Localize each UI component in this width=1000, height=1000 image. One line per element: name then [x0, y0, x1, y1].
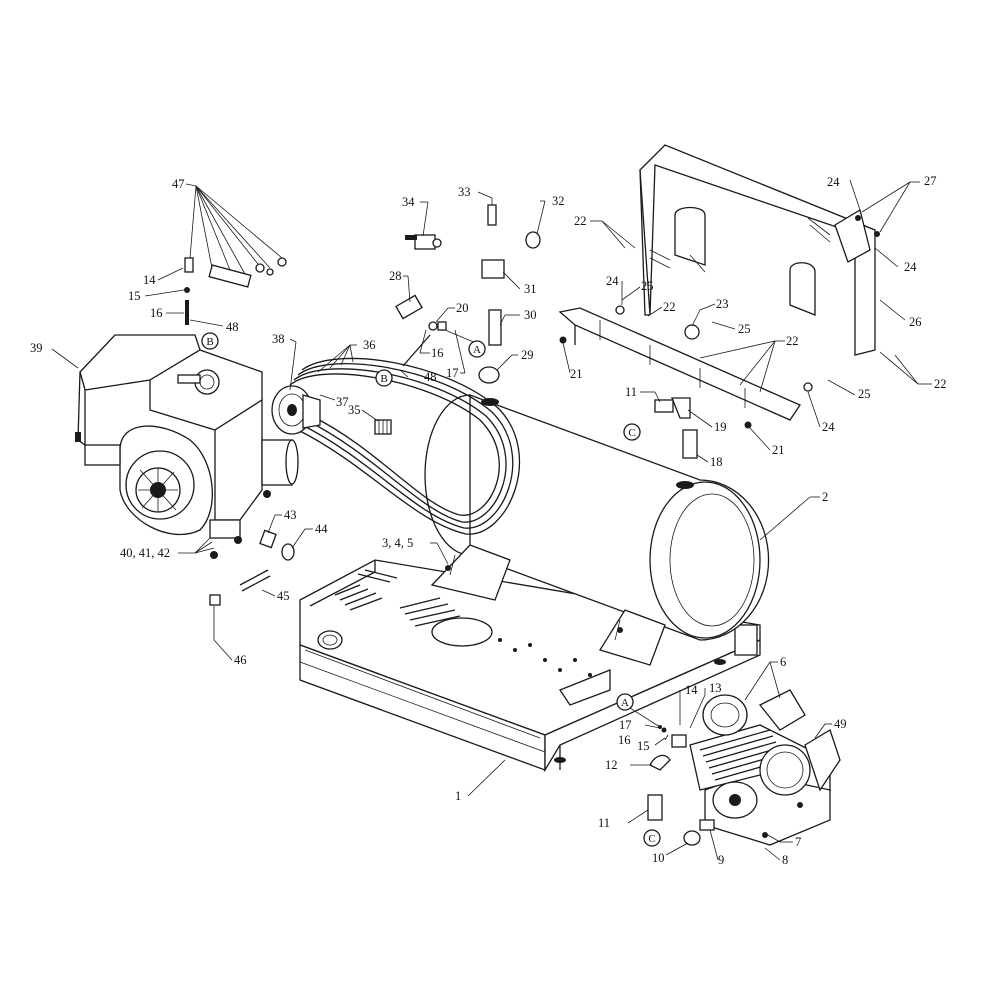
ref-c-lower: [643, 829, 661, 847]
callout-14: 14: [143, 273, 156, 287]
callout-36: 36: [363, 338, 376, 352]
callout-16-lower: 16: [618, 733, 631, 747]
callout-13: 13: [709, 681, 722, 695]
compressor-pump: [689, 689, 841, 846]
callout-2: 2: [822, 490, 828, 504]
callout-23: 23: [716, 297, 729, 311]
callout-24-top: 24: [827, 175, 840, 189]
callout-32: 32: [552, 194, 565, 208]
callout-35: 35: [348, 403, 361, 417]
callout-11-lower: 11: [598, 816, 610, 830]
callout-46: 46: [234, 653, 247, 667]
callout-15-lower: 15: [637, 739, 650, 753]
callout-22-c: 22: [786, 334, 799, 348]
callout-31: 31: [524, 282, 537, 296]
ref-b-upper-text: B: [206, 336, 213, 348]
callout-39: 39: [30, 341, 43, 355]
callout-7: 7: [795, 835, 801, 849]
ref-a-upper: [468, 340, 486, 358]
callout-48-mid: 48: [424, 370, 437, 384]
callout-25-a: 25: [641, 279, 654, 293]
ref-a-upper-text: A: [473, 344, 481, 356]
callout-27: 27: [924, 174, 937, 188]
callout-49: 49: [834, 717, 847, 731]
callout-47: 47: [172, 177, 185, 191]
callout-45: 45: [277, 589, 290, 603]
engine-pulley: [271, 385, 321, 435]
callout-15: 15: [128, 289, 141, 303]
callout-1: 1: [455, 789, 461, 803]
base-frame: [299, 559, 761, 773]
callout-24-right: 24: [904, 260, 917, 274]
leader-lines: [51, 179, 932, 861]
callout-37: 37: [336, 395, 349, 409]
callout-17-lower: 17: [619, 718, 632, 732]
callout-17-mid: 17: [446, 366, 459, 380]
callout-22-mid: 22: [663, 300, 676, 314]
ref-a-lower: [616, 693, 634, 711]
callout-3-4-5: 3, 4, 5: [382, 536, 413, 550]
callout-26: 26: [909, 315, 922, 329]
connection-refs: B B A A C C: [201, 332, 661, 847]
callout-21-b: 21: [772, 443, 785, 457]
belt-guard: [639, 144, 880, 356]
ref-c-upper-text: C: [628, 427, 635, 439]
ref-b-lower: [375, 369, 393, 387]
callout-29: 29: [521, 348, 534, 362]
callout-25-c: 25: [858, 387, 871, 401]
callout-24-d: 24: [822, 420, 835, 434]
drive-belts: [289, 357, 521, 535]
callout-44: 44: [315, 522, 328, 536]
ref-b-lower-text: B: [380, 373, 387, 385]
callout-8: 8: [782, 853, 788, 867]
pump-pulley-hub: [374, 419, 392, 435]
callout-43: 43: [284, 508, 297, 522]
callout-40-41-42: 40, 41, 42: [120, 546, 170, 560]
callout-21-a: 21: [570, 367, 583, 381]
callout-16-mid: 16: [431, 346, 444, 360]
air-tank: [424, 394, 770, 666]
ref-b-upper: [201, 332, 219, 350]
callout-numbers: 47 14 15 16 48 39 38 36 37 35 34 33 32 3…: [30, 174, 947, 867]
gas-engine: [75, 334, 299, 559]
callout-6: 6: [780, 655, 786, 669]
callout-19: 19: [714, 420, 727, 434]
callout-48: 48: [226, 320, 239, 334]
guard-bracket: [558, 305, 813, 429]
callout-9: 9: [718, 853, 724, 867]
callout-20: 20: [456, 301, 469, 315]
callout-25-b: 25: [738, 322, 751, 336]
ref-c-upper: [623, 423, 641, 441]
callout-12: 12: [605, 758, 618, 772]
ref-c-lower-text: C: [648, 833, 655, 845]
callout-14-lower: 14: [685, 683, 698, 697]
callout-33: 33: [458, 185, 471, 199]
pipe-fittings: [184, 204, 715, 846]
callout-11-upper: 11: [625, 385, 637, 399]
callout-16: 16: [150, 306, 163, 320]
callout-30: 30: [524, 308, 537, 322]
ref-a-lower-text: A: [621, 697, 629, 709]
callout-10: 10: [652, 851, 665, 865]
callout-28: 28: [389, 269, 402, 283]
callout-38: 38: [272, 332, 285, 346]
callout-24-left: 24: [606, 274, 619, 288]
callout-22-right: 22: [934, 377, 947, 391]
callout-22-left: 22: [574, 214, 587, 228]
callout-18: 18: [710, 455, 723, 469]
callout-34: 34: [402, 195, 415, 209]
